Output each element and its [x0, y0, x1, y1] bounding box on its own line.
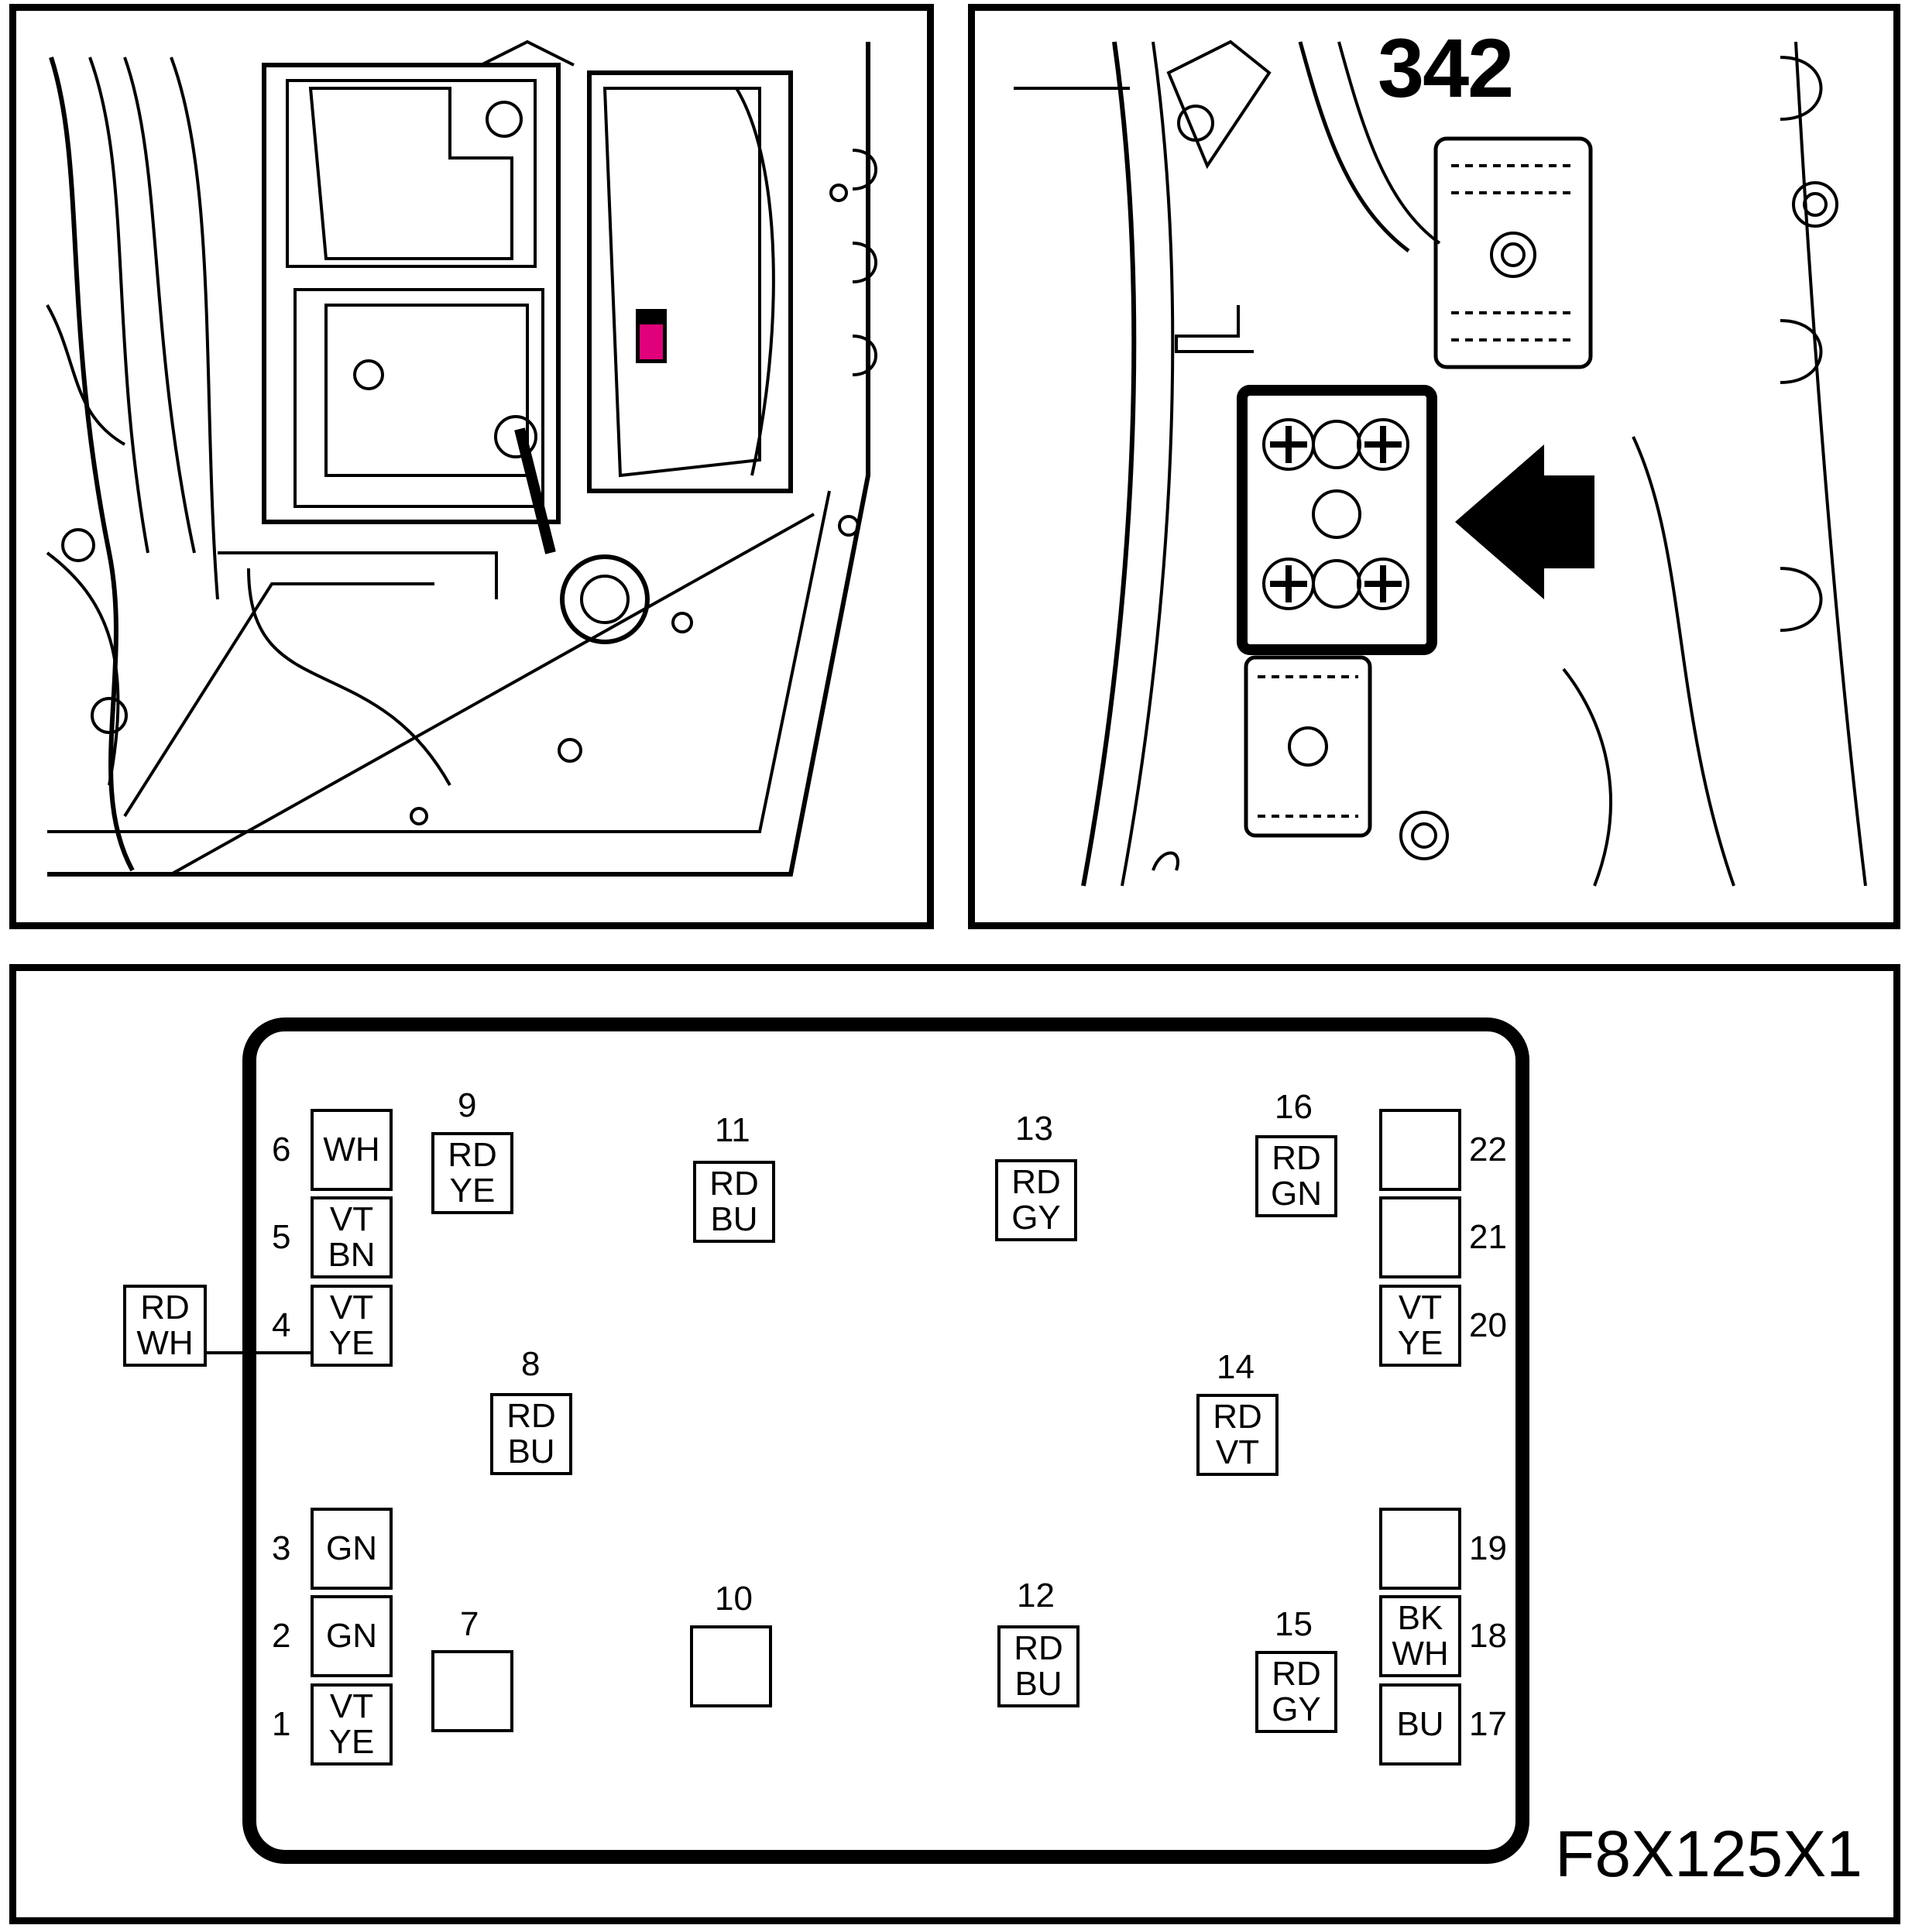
pin-22-number: 22 [1469, 1131, 1507, 1168]
wire-color-code: WH [1392, 1635, 1449, 1673]
pin-11-number: 11 [715, 1111, 750, 1149]
wire-color-code: RD [506, 1397, 556, 1435]
wire-color-code: BU [710, 1200, 758, 1238]
pin-13-number: 13 [1015, 1110, 1053, 1148]
callout-number: 342 [1370, 26, 1521, 110]
pin-22-cell [1379, 1109, 1461, 1191]
wire-color-code: RD [1014, 1629, 1063, 1667]
pin-14-number: 14 [1217, 1348, 1255, 1386]
pin-10-number: 10 [715, 1580, 753, 1618]
pin-21-number: 21 [1469, 1218, 1507, 1256]
pin-7-cell [431, 1650, 513, 1732]
wire-color-code: BU [1014, 1665, 1062, 1703]
pin-1-number: 1 [272, 1705, 291, 1743]
wire-color-code: YE [328, 1324, 375, 1362]
wire-color-code: RD [709, 1165, 759, 1203]
pin-19-cell [1379, 1508, 1461, 1590]
pin-19-number: 19 [1469, 1529, 1507, 1567]
wire-color-code: YE [328, 1723, 375, 1761]
external-wire-line-1: RD [140, 1289, 190, 1326]
engine-bay-overview-panel [9, 4, 934, 929]
wire-color-code: VT [329, 1289, 374, 1326]
wire-color-code: VT [1398, 1289, 1443, 1326]
pin-20-number: 20 [1469, 1306, 1507, 1344]
wire-color-code: GN [326, 1617, 377, 1655]
wire-color-code: RD [1213, 1398, 1262, 1436]
wire-color-code: RD [1011, 1163, 1061, 1201]
wire-color-code: VT [329, 1687, 374, 1725]
wire-color-code: GN [1271, 1175, 1322, 1213]
pin-3-cell: GN [311, 1508, 393, 1590]
wire-color-code: WH [323, 1131, 380, 1168]
pin-12-number: 12 [1017, 1577, 1055, 1615]
external-wire-line-2: WH [136, 1324, 194, 1362]
pin-6-cell: WH [311, 1109, 393, 1191]
pin-7-number: 7 [460, 1605, 479, 1643]
wire-color-code: BU [1396, 1705, 1444, 1743]
pointer-arrow-icon [1455, 444, 1594, 599]
wire-color-code: GN [326, 1529, 377, 1567]
pin-3-number: 3 [272, 1529, 291, 1567]
wire-color-code: BU [507, 1433, 555, 1470]
wire-color-code: VT [329, 1200, 374, 1238]
wire-color-code: GY [1272, 1690, 1321, 1728]
pin-21-cell [1379, 1196, 1461, 1278]
wire-color-code: YE [1397, 1324, 1443, 1362]
external-wire-label: RD WH [123, 1285, 207, 1367]
wire-color-code: YE [449, 1172, 496, 1210]
engine-bay-line-art [46, 39, 877, 877]
wire-color-code: RD [1272, 1139, 1321, 1177]
pin-5-number: 5 [272, 1218, 291, 1256]
fuse-box-closeup-panel: 342 [968, 4, 1900, 929]
pin-9-number: 9 [458, 1086, 477, 1124]
figure-reference-id: F8X125X1 [1555, 1817, 1862, 1890]
wire-color-code: RD [448, 1136, 497, 1174]
pin-17-cell: BU [1379, 1683, 1461, 1766]
fuse-box-housing-outline [242, 1017, 1529, 1864]
pin-2-cell: GN [311, 1595, 393, 1677]
wire-color-code: GY [1011, 1199, 1061, 1237]
wire-color-code: RD [1272, 1655, 1321, 1693]
pin-6-number: 6 [272, 1131, 291, 1168]
pin-8-number: 8 [521, 1345, 541, 1383]
pin-2-number: 2 [272, 1617, 291, 1655]
location-marker [640, 324, 663, 359]
fuse-box-line-art [1014, 39, 1867, 887]
wire-color-code: VT [1215, 1433, 1260, 1471]
pin-10-cell [690, 1625, 772, 1707]
pin-17-number: 17 [1469, 1705, 1507, 1743]
wire-color-code: BN [328, 1236, 376, 1274]
pin-15-number: 15 [1275, 1605, 1313, 1643]
pin-18-number: 18 [1469, 1617, 1507, 1655]
wire-color-code: BK [1397, 1599, 1443, 1637]
external-wire-leader [207, 1351, 311, 1354]
pin-16-number: 16 [1275, 1088, 1313, 1126]
pin-4-number: 4 [272, 1306, 291, 1344]
